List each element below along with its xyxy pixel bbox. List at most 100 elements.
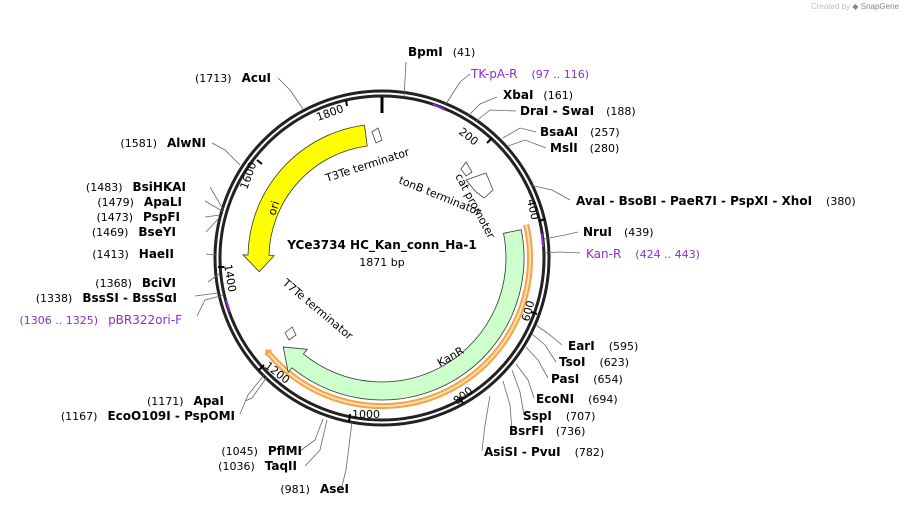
svg-text:(1713)AcuI: (1713) AcuI bbox=[195, 71, 271, 85]
svg-text:(1045)PflMI: (1045) PflMI bbox=[221, 444, 302, 458]
primer-mark-pbr322ori-f bbox=[225, 299, 231, 313]
snapgene-watermark: Created by ◆ SnapGene bbox=[811, 2, 899, 11]
svg-text:(1167)EcoO109I - PspOMI: (1167) EcoO109I - PspOMI bbox=[61, 409, 235, 423]
enzyme-pflmi[interactable]: PflMI bbox=[268, 444, 302, 458]
enzyme-apali-pos: (1479) bbox=[97, 196, 134, 209]
t3te-terminator-icon bbox=[371, 127, 383, 144]
enzyme-asei-pos: (981) bbox=[280, 483, 310, 496]
enzyme-asisi-pvui[interactable]: AsiSI - PvuI bbox=[484, 445, 561, 459]
enzyme-pasi[interactable]: PasI bbox=[551, 372, 579, 386]
enzyme-eari[interactable]: EarI bbox=[568, 339, 595, 353]
primer-pbr322ori-f[interactable]: pBR322ori-F bbox=[108, 313, 182, 327]
enzyme-sspi-pos: (707) bbox=[566, 410, 596, 423]
enzyme-labels: BpmI(41) XbaI (161) DraI - SwaI(188) BsaA… bbox=[36, 45, 856, 496]
svg-text:EarI(595): EarI (595) bbox=[568, 339, 638, 353]
primer-mark-kan-r bbox=[541, 233, 544, 248]
snapgene-logo-icon: ◆ bbox=[852, 2, 859, 11]
enzyme-avai-group[interactable]: AvaI - BsoBI - PaeR7I - PspXI - XhoI bbox=[576, 194, 812, 208]
enzyme-taqii[interactable]: TaqII bbox=[265, 459, 297, 473]
enzyme-xbai[interactable]: XbaI bbox=[503, 88, 533, 102]
tick-600 bbox=[530, 311, 538, 315]
tick-label-400: 400 bbox=[524, 198, 541, 221]
enzyme-pspfi-pos: (1473) bbox=[96, 211, 133, 224]
tonb-terminator-icon bbox=[460, 161, 473, 177]
enzyme-acui-pos: (1713) bbox=[195, 72, 232, 85]
svg-text:XbaI(161): XbaI (161) bbox=[503, 88, 573, 102]
tick-1000 bbox=[348, 413, 351, 423]
svg-text:(1306 .. 1325)pBR322ori-F: (1306 .. 1325) pBR322ori-F bbox=[20, 313, 183, 327]
svg-text:(1473)PspFI: (1473) PspFI bbox=[96, 210, 180, 224]
svg-text:PasI(654): PasI (654) bbox=[551, 372, 623, 386]
primer-kan-r[interactable]: Kan-R bbox=[586, 247, 621, 261]
plasmid-length: 1871 bp bbox=[359, 256, 404, 269]
tick-800 bbox=[458, 396, 464, 404]
enzyme-drai-swai[interactable]: DraI - SwaI bbox=[520, 104, 594, 118]
svg-text:(1483)BsiHKAI: (1483) BsiHKAI bbox=[86, 180, 186, 194]
svg-text:TsoI(623): TsoI (623) bbox=[559, 355, 629, 369]
enzyme-pspfi[interactable]: PspFI bbox=[143, 210, 180, 224]
svg-text:MslI(280): MslI(280) bbox=[550, 141, 619, 155]
enzyme-tsoi-pos: (623) bbox=[599, 356, 629, 369]
backbone-inner-strand bbox=[218, 94, 546, 422]
enzyme-haeii-pos: (1413) bbox=[92, 248, 129, 261]
enzyme-acui[interactable]: AcuI bbox=[242, 71, 271, 85]
tick-1600 bbox=[256, 159, 263, 165]
svg-text:DraI - SwaI(188): DraI - SwaI(188) bbox=[520, 104, 636, 118]
enzyme-xbai-pos: (161) bbox=[543, 89, 573, 102]
primer-tk-pa-r[interactable]: TK-pA-R bbox=[470, 67, 518, 81]
enzyme-bcivi[interactable]: BciVI bbox=[142, 276, 176, 290]
enzyme-apai[interactable]: ApaI bbox=[194, 394, 224, 408]
svg-text:TK-pA-R(97 .. 116): TK-pA-R(97 .. 116) bbox=[470, 67, 589, 81]
ori-feature-arrow bbox=[242, 124, 368, 273]
enzyme-bsihkai[interactable]: BsiHKAI bbox=[133, 180, 187, 194]
enzyme-bsrfi-pos: (736) bbox=[556, 425, 586, 438]
enzyme-pflmi-pos: (1045) bbox=[221, 445, 258, 458]
enzyme-bseyi[interactable]: BseYI bbox=[138, 225, 176, 239]
svg-text:Kan-R(424 .. 443): Kan-R(424 .. 443) bbox=[586, 247, 700, 261]
svg-text:(1036)TaqII: (1036) TaqII bbox=[218, 459, 297, 473]
enzyme-econi[interactable]: EcoNI bbox=[536, 392, 574, 406]
enzyme-asisi-pvui-pos: (782) bbox=[575, 446, 605, 459]
tick-label-1400: 1400 bbox=[221, 263, 239, 293]
t7te-terminator-icon bbox=[284, 326, 297, 341]
tick-label-600: 600 bbox=[519, 299, 537, 323]
svg-text:(981)AseI: (981) AseI bbox=[280, 482, 349, 496]
tick-label-1000: 1000 bbox=[352, 408, 380, 421]
enzyme-pasi-pos: (654) bbox=[593, 373, 623, 386]
enzyme-apali[interactable]: ApaLI bbox=[144, 195, 182, 209]
kanr-orf-arrowhead bbox=[264, 349, 273, 357]
watermark-prefix: Created by bbox=[810, 2, 851, 11]
svg-text:NruI(439): NruI(439) bbox=[583, 225, 654, 239]
enzyme-bcivi-pos: (1368) bbox=[95, 277, 132, 290]
enzyme-nrui[interactable]: NruI bbox=[583, 225, 612, 239]
enzyme-bsrfi[interactable]: BsrFI bbox=[509, 424, 544, 438]
enzyme-tsoi[interactable]: TsoI bbox=[559, 355, 585, 369]
enzyme-alwni[interactable]: AlwNI bbox=[167, 136, 206, 150]
enzyme-taqii-pos: (1036) bbox=[218, 460, 255, 473]
enzyme-avai-group-pos: (380) bbox=[826, 195, 856, 208]
enzyme-sspi[interactable]: SspI bbox=[523, 409, 552, 423]
enzyme-ecoo109i-pos: (1167) bbox=[61, 410, 98, 423]
tick-1800 bbox=[345, 99, 348, 107]
svg-text:BpmI(41): BpmI(41) bbox=[408, 45, 475, 59]
enzyme-bsaai-pos: (257) bbox=[590, 126, 620, 139]
enzyme-bsssi-group[interactable]: BssSI - BssSαI bbox=[82, 291, 177, 305]
svg-text:(1413)HaeII: (1413) HaeII bbox=[92, 247, 174, 261]
enzyme-bpmi[interactable]: BpmI bbox=[408, 45, 443, 59]
enzyme-eari-pos: (595) bbox=[609, 340, 639, 353]
kanr-feature-arrow bbox=[282, 229, 525, 401]
enzyme-haeii[interactable]: HaeII bbox=[139, 247, 174, 261]
tick-400 bbox=[538, 218, 546, 222]
tick-label-1800: 1800 bbox=[315, 102, 346, 124]
svg-text:EcoNI(694): EcoNI(694) bbox=[536, 392, 618, 406]
enzyme-ecoo109i-pspomi[interactable]: EcoO109I - PspOMI bbox=[107, 409, 235, 423]
enzyme-asei[interactable]: AseI bbox=[320, 482, 349, 496]
enzyme-bsaai[interactable]: BsaAI bbox=[540, 125, 578, 139]
svg-text:(1368)BciVI: (1368) BciVI bbox=[95, 276, 176, 290]
enzyme-apai-pos: (1171) bbox=[147, 395, 184, 408]
enzyme-msli[interactable]: MslI bbox=[550, 141, 578, 155]
enzyme-bsihkai-pos: (1483) bbox=[86, 181, 123, 194]
primer-pbr322ori-f-range: (1306 .. 1325) bbox=[20, 314, 99, 327]
